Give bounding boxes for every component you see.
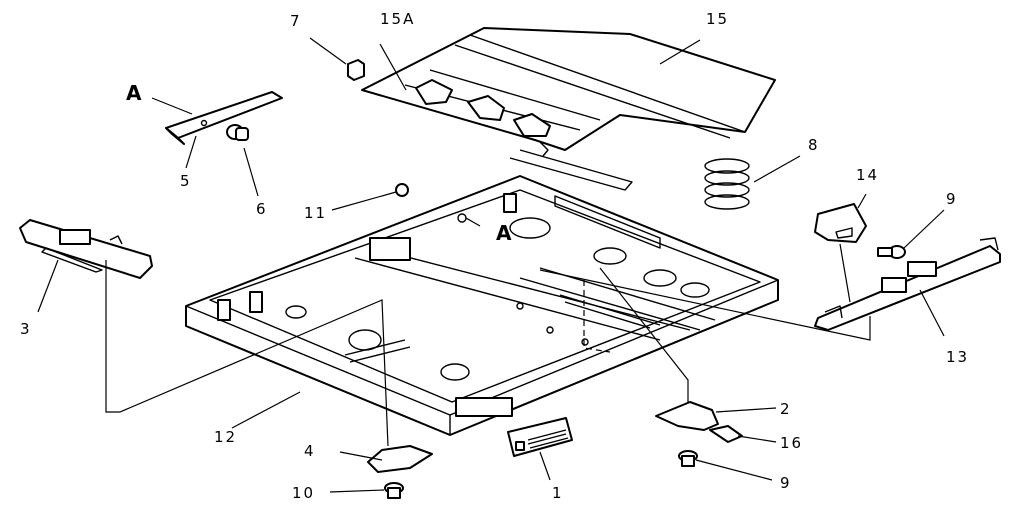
label-part-1: 1 <box>552 484 564 502</box>
label-ref-a-bracket: A <box>126 81 142 105</box>
label-part-3: 3 <box>20 320 32 338</box>
label-part-16: 16 <box>780 434 803 452</box>
bracket-part-14 <box>814 203 867 243</box>
label-part-10: 10 <box>292 484 315 502</box>
label-part-7: 7 <box>290 12 302 30</box>
label-part-8: 8 <box>808 136 820 154</box>
tray-part-12 <box>185 175 779 436</box>
clip-part-2 <box>655 401 719 431</box>
label-ref-a-tray: A <box>496 221 512 245</box>
latch-part-3 <box>19 219 153 279</box>
screw-part-9-upper <box>877 245 906 259</box>
label-part-12: 12 <box>214 428 237 446</box>
label-part-2: 2 <box>780 400 792 418</box>
pin-part-6 <box>226 124 249 141</box>
label-part-11: 11 <box>304 204 327 222</box>
label-plate-part-1 <box>507 417 573 457</box>
part-labels: 15A 15 7 A 5 6 8 11 A 14 9 13 3 12 4 10 … <box>20 10 969 502</box>
label-part-15: 15 <box>706 10 729 28</box>
leader-lines <box>37 37 945 493</box>
label-part-4: 4 <box>304 442 316 460</box>
label-part-5: 5 <box>180 172 192 190</box>
block-part-7 <box>347 59 365 81</box>
rail-part-13 <box>814 237 1001 331</box>
ring-part-11 <box>395 183 409 197</box>
clip-part-4 <box>367 445 433 473</box>
cover-plate-part-15 <box>361 27 776 191</box>
label-part-9-lower: 9 <box>780 474 792 492</box>
cover-inserts-part-15a <box>415 79 551 137</box>
label-part-13: 13 <box>946 348 969 366</box>
label-part-14: 14 <box>856 166 879 184</box>
label-part-6: 6 <box>256 200 268 218</box>
screw-part-10 <box>384 482 404 499</box>
spring-part-8 <box>704 158 750 210</box>
screw-part-9-lower <box>678 450 698 467</box>
clip-part-16 <box>709 425 743 443</box>
label-part-9-upper: 9 <box>946 190 958 208</box>
label-part-15a: 15A <box>380 10 415 28</box>
bracket-part-5 <box>165 91 283 145</box>
